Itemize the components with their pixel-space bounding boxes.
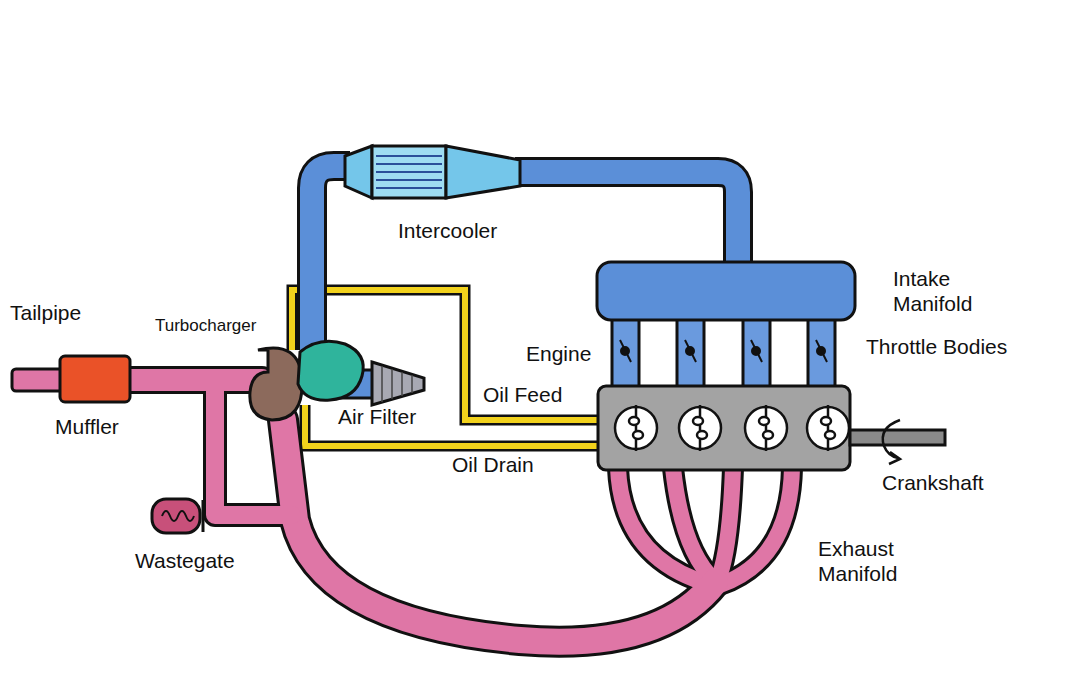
throttle-pivot <box>686 347 694 355</box>
oil-feed-outline <box>292 290 598 420</box>
valve <box>763 431 773 439</box>
exhaust-runner <box>720 468 792 585</box>
intercooler-tank <box>345 146 372 198</box>
exhaust-fills <box>120 380 792 642</box>
oil-feed-line <box>292 290 598 420</box>
turbine-housing <box>250 348 302 420</box>
oil-drain-outline <box>305 405 598 446</box>
cylinder-axis <box>635 405 638 451</box>
pleat <box>381 366 383 402</box>
part-label: Oil Drain <box>452 452 534 477</box>
runner <box>612 316 639 388</box>
turbine-snail <box>250 348 302 420</box>
cylinders <box>615 405 849 451</box>
muffler-body <box>60 356 130 402</box>
part-label: Wastegate <box>135 548 235 573</box>
charge-pipe-outline <box>515 172 738 266</box>
exhaust-outlet-outline <box>120 366 262 394</box>
wastegate-body <box>152 499 200 533</box>
exhaust-runner-outline <box>718 468 733 580</box>
valve <box>693 417 703 425</box>
runner <box>677 316 704 388</box>
exhaust-outlines <box>120 380 792 642</box>
compressor-housing <box>298 341 363 400</box>
fin <box>376 171 442 173</box>
exhaust-runner <box>673 468 714 580</box>
valve <box>825 431 835 439</box>
part-label: Oil Feed <box>483 382 562 407</box>
intake-runners <box>612 316 835 388</box>
wastegate-flange <box>202 500 205 532</box>
runner <box>743 316 770 388</box>
exhaust-outlet <box>120 369 262 391</box>
throttle-plate <box>751 340 762 362</box>
valve <box>633 431 643 439</box>
filter-pleats <box>382 366 412 402</box>
runner <box>808 316 835 388</box>
oil-drain-line <box>305 405 598 446</box>
throttle-plate <box>685 340 696 362</box>
intercooler-fins <box>376 156 442 188</box>
pleat <box>401 372 403 396</box>
throttle-plate <box>620 340 631 362</box>
throttle-plates <box>620 340 827 362</box>
part-label: Crankshaft <box>882 470 984 495</box>
part-label: Engine <box>526 341 591 366</box>
part-label: Muffler <box>55 414 119 439</box>
air-filter-element <box>372 362 424 405</box>
part-label: Tailpipe <box>10 300 81 325</box>
part-label: Intake Manifold <box>893 266 1013 316</box>
cylinder-axis <box>827 405 830 451</box>
valve <box>629 417 639 425</box>
part-label: Turbocharger <box>155 316 256 336</box>
fin <box>376 163 442 165</box>
oil-lines <box>292 290 598 446</box>
part-label: Intercooler <box>398 218 497 243</box>
crankshaft-shaft <box>850 430 945 445</box>
part-label: Throttle Bodies <box>866 334 1007 359</box>
fin <box>376 155 442 157</box>
cylinder-axis <box>765 405 768 451</box>
intercooler-body <box>345 146 520 198</box>
throttle-pivot <box>621 347 629 355</box>
engine-block <box>598 386 850 470</box>
wastegate-spring <box>162 511 194 521</box>
exhaust-runner <box>718 468 733 580</box>
valve <box>821 417 831 425</box>
intercooler-tank <box>446 146 520 198</box>
intercooler-core <box>372 146 446 198</box>
charge-pipe-fill <box>312 166 350 350</box>
wastegate-valve <box>152 499 203 533</box>
rotation-arrowhead <box>889 452 900 464</box>
throttle-pivot <box>752 347 760 355</box>
throttle-plate <box>816 340 827 362</box>
fin <box>376 179 442 181</box>
pleat <box>391 369 393 399</box>
valve <box>759 417 769 425</box>
fin <box>376 187 442 189</box>
throttle-pivot <box>817 347 825 355</box>
part-label: Exhaust Manifold <box>818 536 938 586</box>
part-label: Air Filter <box>338 404 416 429</box>
cylinder-axis <box>699 405 702 451</box>
charge-pipe-fill <box>515 172 738 266</box>
charge-pipe-outline <box>312 166 350 350</box>
valve <box>697 431 707 439</box>
intake-plenum <box>597 262 855 320</box>
pleat <box>411 375 413 393</box>
